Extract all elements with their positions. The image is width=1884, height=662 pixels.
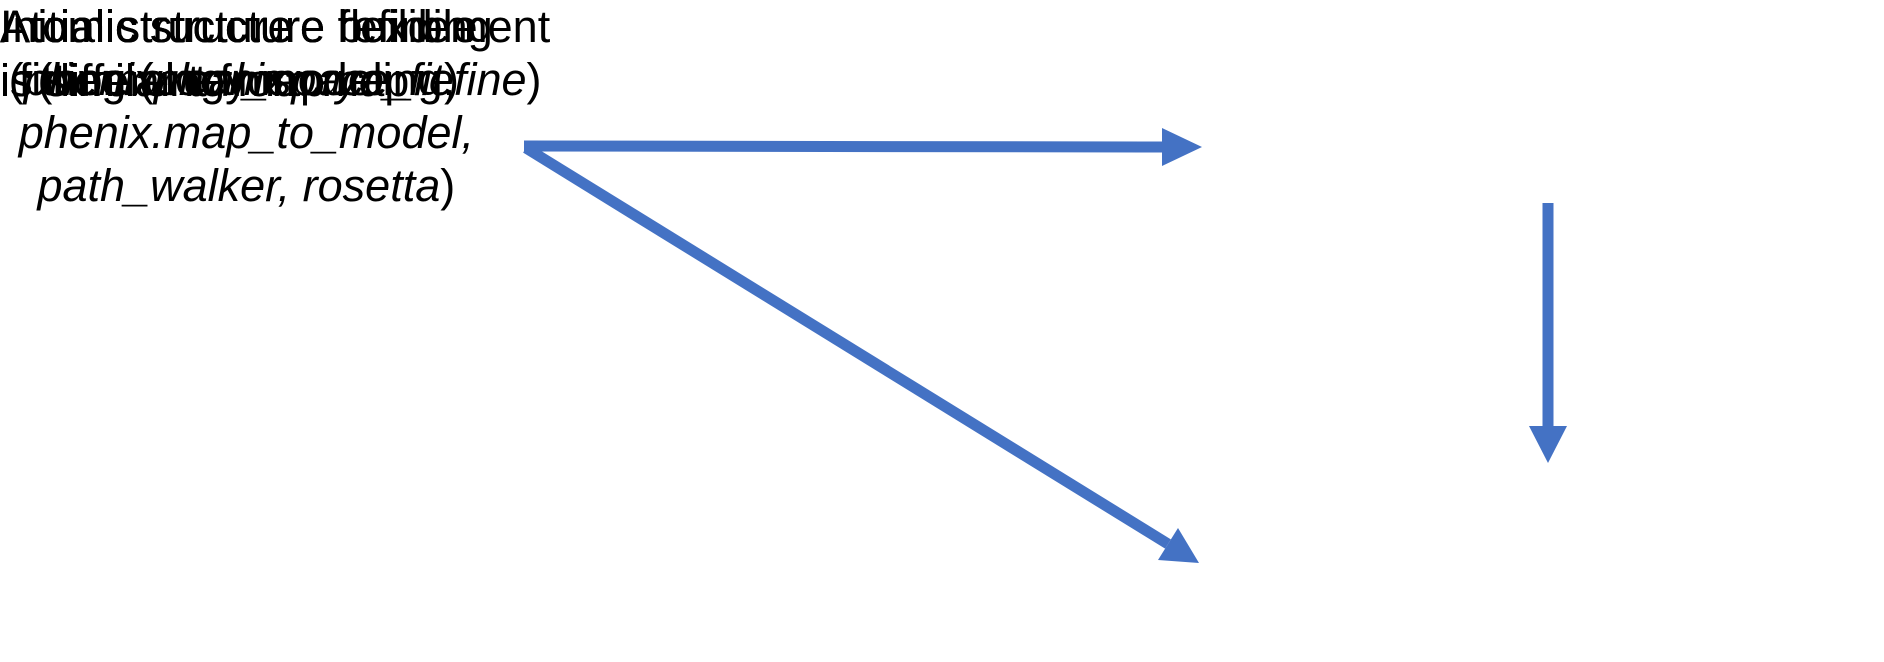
node-refinement-line2: (phenix.real_space_refine) (8, 54, 542, 105)
edge-label-similar-to-map: Initial structure is similar to map (0, 0, 325, 108)
edge-label-similar-line1: Initial structure (0, 1, 293, 52)
node-flexible-fitting-line1: Atomic structure flexible (0, 1, 478, 52)
arrow-building-to-flexible-fitting (523, 128, 1202, 166)
edge-label-different-from-map: Initial structure is different from map (0, 0, 409, 108)
edge-label-different-line2: is different from map (0, 55, 410, 106)
node-building-line1: Atomic structure building (0, 1, 493, 52)
arrow-building-to-refinement-head-icon (1158, 528, 1199, 563)
node-atomic-structure-flexible-fitting: Atomic structure flexible fitting (pheni… (0, 0, 478, 106)
node-flexible-fitting-line2: fitting (phenix.cryo_fit) (18, 54, 459, 105)
arrow-building-to-flexible-fitting-head-icon (1162, 128, 1202, 166)
arrow-flexible-fitting-to-refinement (1529, 203, 1567, 463)
arrow-building-to-flexible-fitting-shaft (523, 140, 1163, 153)
edge-label-similar-line2: is similar to map (0, 55, 326, 106)
node-atomic-structure-refinement: Atomic structure refinement (phenix.real… (0, 0, 550, 106)
node-building-line4: path_walker, rosetta) (37, 160, 456, 211)
arrow-building-to-refinement-shaft (523, 143, 1171, 549)
arrow-building-to-refinement (523, 143, 1199, 563)
edge-label-different-line1: Initial structure (0, 1, 293, 52)
arrow-flexible-fitting-to-refinement-head-icon (1529, 426, 1567, 463)
node-building-line2: (homology modeling, (37, 54, 456, 105)
node-atomic-structure-building: Atomic structure building (homology mode… (0, 0, 493, 212)
node-refinement-line1: Atomic structure refinement (0, 1, 551, 52)
node-building-line3: phenix.map_to_model, (18, 107, 474, 158)
